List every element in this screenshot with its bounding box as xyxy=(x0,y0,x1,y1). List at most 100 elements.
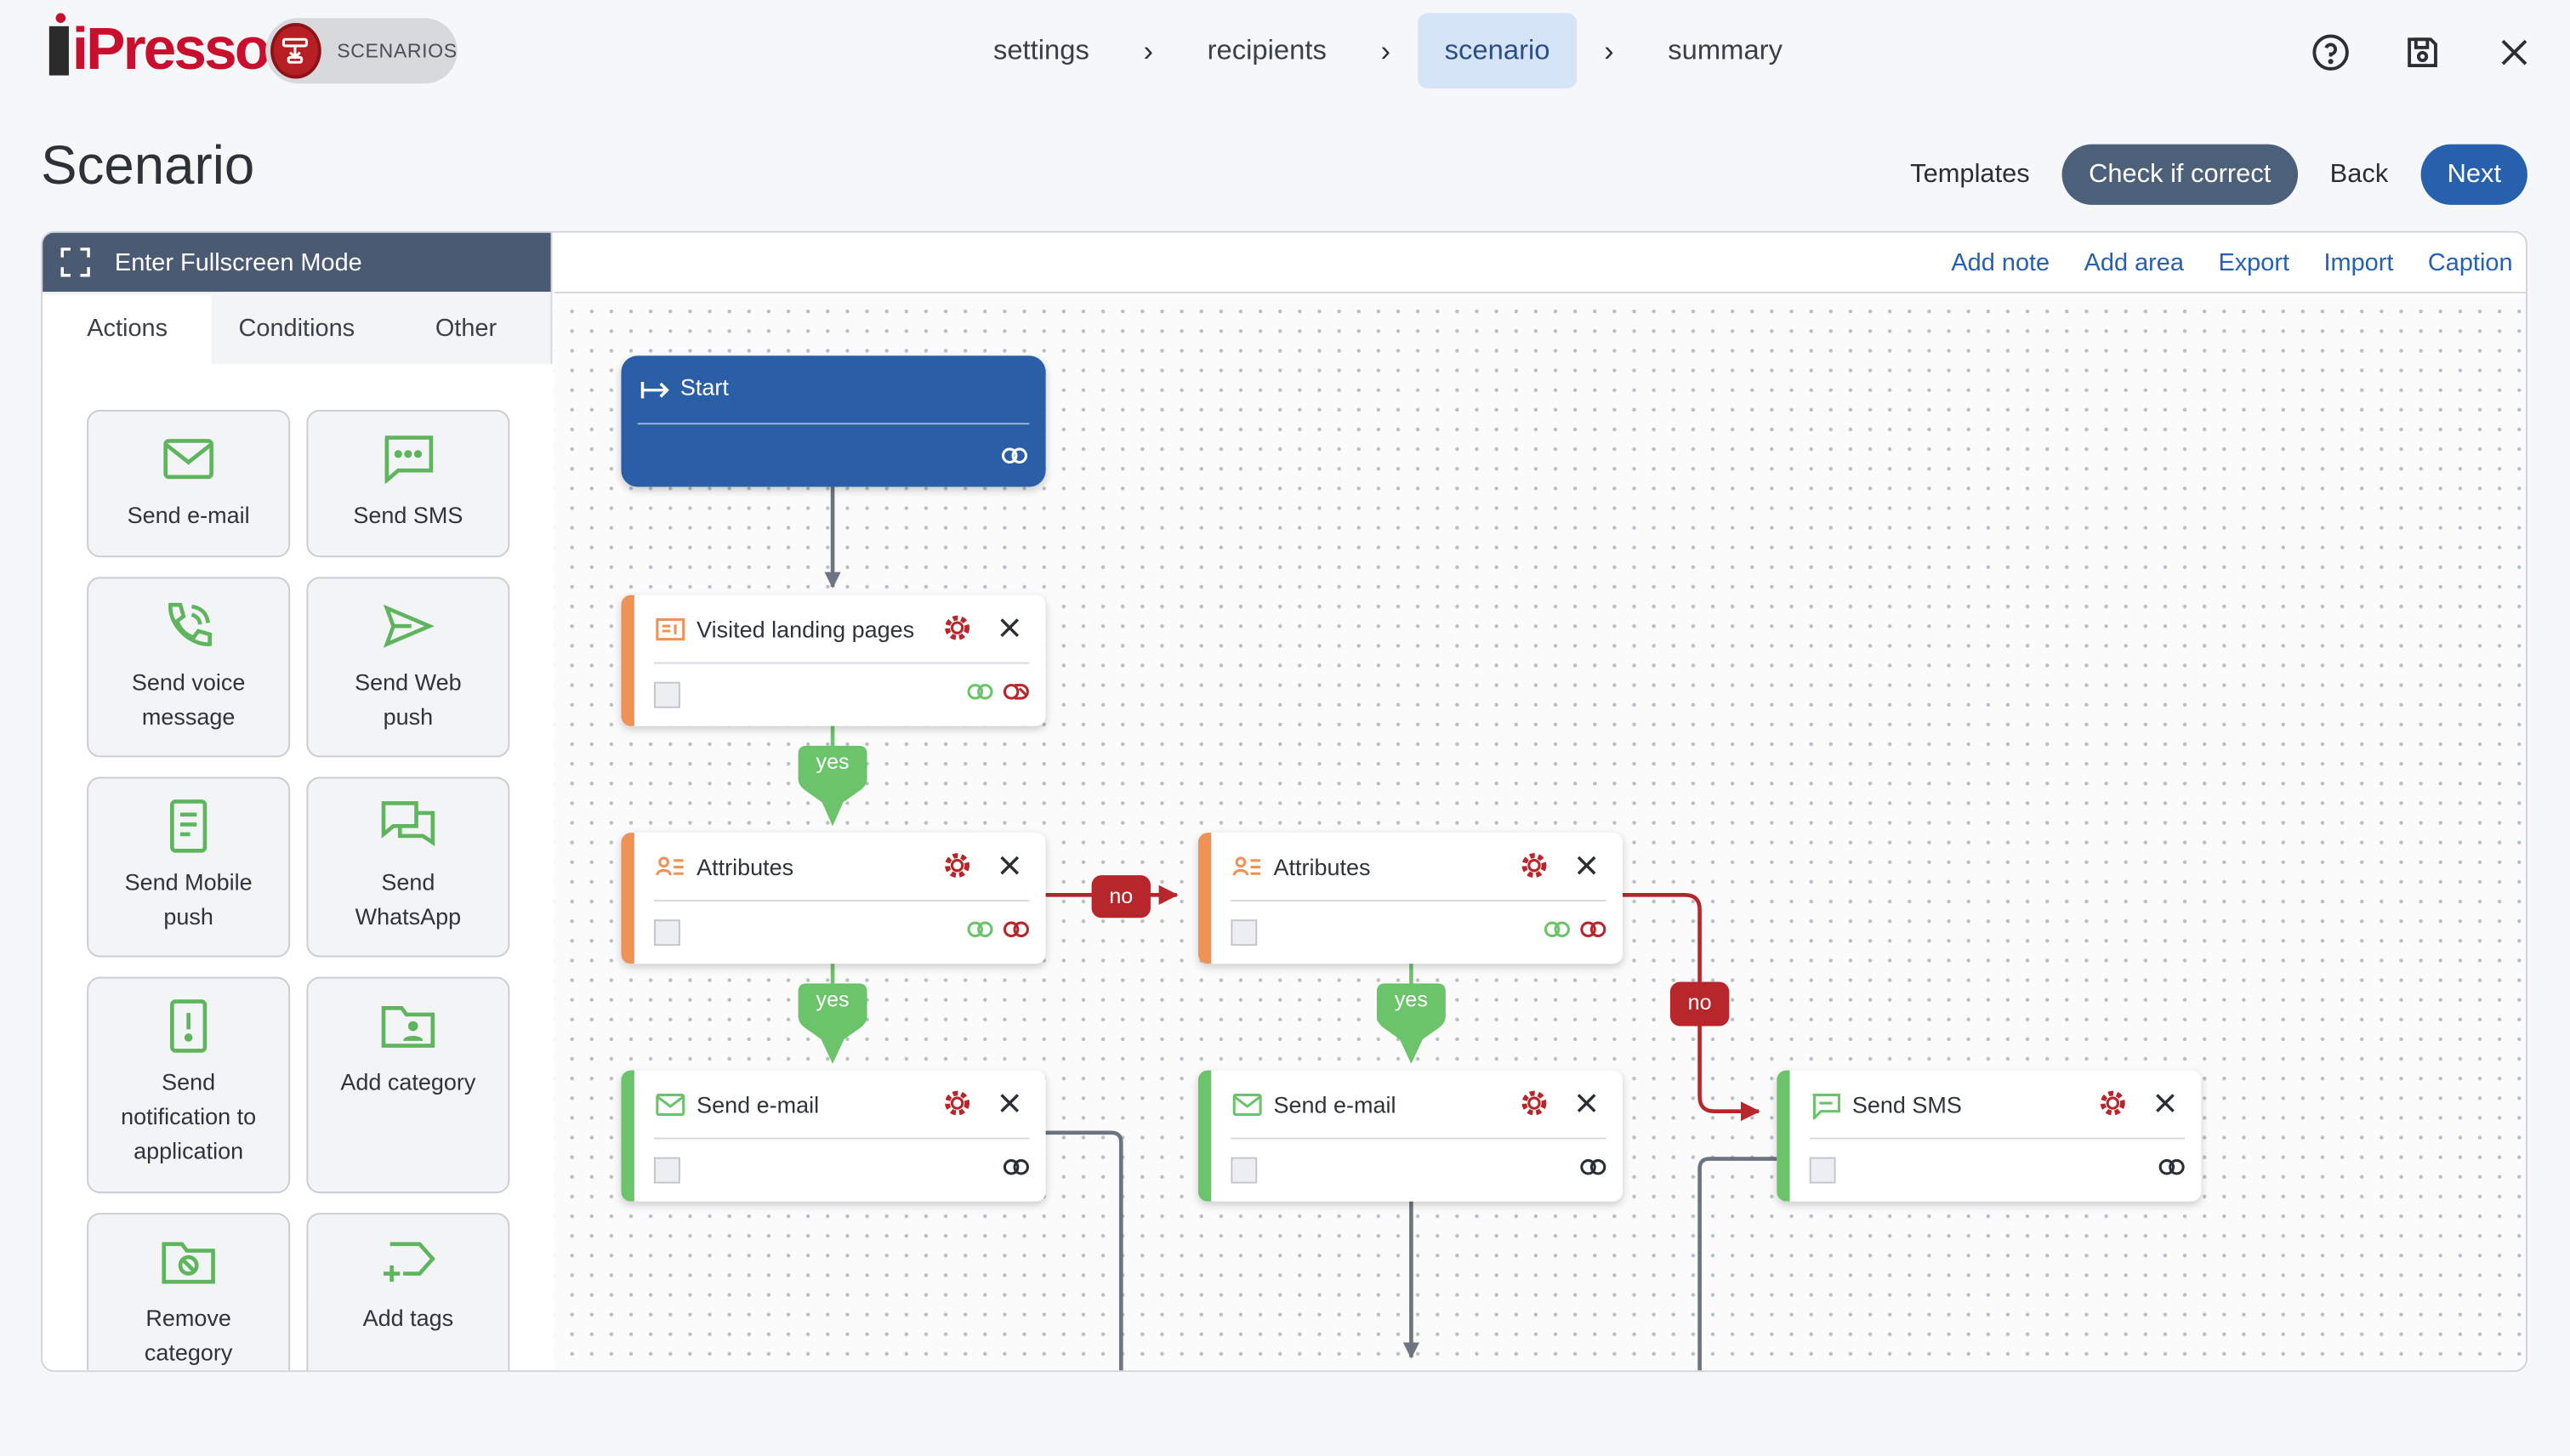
top-bar: iPresso® SCENARIOS settings › recipients… xyxy=(0,0,2570,101)
scenario-workspace: Enter Fullscreen Mode Actions Conditions… xyxy=(41,230,2527,1373)
tile-label: Remove category xyxy=(144,1305,233,1366)
caption-link[interactable]: Caption xyxy=(2427,247,2513,276)
step-scenario[interactable]: scenario xyxy=(1418,13,1577,89)
next-button[interactable]: Next xyxy=(2420,144,2527,205)
link-icon[interactable] xyxy=(1001,447,1028,464)
fullscreen-icon xyxy=(60,247,90,277)
back-button[interactable]: Back xyxy=(2329,160,2389,189)
link-icon[interactable] xyxy=(1580,1158,1606,1175)
node-attributes[interactable]: Attributes xyxy=(1197,833,1623,964)
step-recipients[interactable]: recipients xyxy=(1207,34,1327,66)
step-summary[interactable]: summary xyxy=(1668,34,1783,66)
tile-label: Send SMS xyxy=(353,501,463,528)
node-send-email[interactable]: Send e-mail xyxy=(1197,1070,1623,1202)
tile-remove-category[interactable]: Remove category xyxy=(87,1213,291,1371)
link-yes-icon[interactable] xyxy=(1544,921,1571,938)
link-icon[interactable] xyxy=(1003,1158,1030,1175)
landing-page-icon xyxy=(656,617,685,641)
link-yes-icon[interactable] xyxy=(967,921,993,938)
mail-icon xyxy=(162,433,215,486)
yes-label: yes xyxy=(816,748,850,774)
link-yes-icon[interactable] xyxy=(967,684,993,700)
connector-sms-out xyxy=(1697,1157,1781,1371)
node-send-sms[interactable]: Send SMS xyxy=(1777,1070,2202,1202)
module-badge-label: SCENARIOS xyxy=(337,39,458,63)
node-title: Start xyxy=(679,373,729,401)
close-icon[interactable] xyxy=(2153,1092,2176,1115)
attributes-icon xyxy=(1232,856,1261,876)
chevron-right-icon: › xyxy=(1143,33,1154,67)
tile-send-voice-message[interactable]: Send voice message xyxy=(87,577,291,758)
tile-send-mobile-push[interactable]: Send Mobile push xyxy=(87,776,291,958)
save-icon[interactable] xyxy=(2393,23,2452,82)
yes-label: yes xyxy=(816,987,850,1012)
chat-icon xyxy=(380,800,436,853)
sms-icon xyxy=(382,433,435,486)
tab-conditions[interactable]: Conditions xyxy=(238,315,355,343)
node-send-email[interactable]: Send e-mail xyxy=(621,1070,1046,1202)
link-no-icon[interactable] xyxy=(1580,921,1606,938)
step-settings[interactable]: settings xyxy=(992,34,1089,66)
yes-badge-shape xyxy=(1376,983,1446,1048)
chevron-right-icon: › xyxy=(1380,33,1391,67)
tile-send-notification-to-application[interactable]: Send notification to application xyxy=(87,976,291,1194)
node-checkbox[interactable] xyxy=(653,681,680,708)
node-checkbox[interactable] xyxy=(653,1157,680,1184)
folder-remove-icon xyxy=(161,1236,217,1288)
tile-send-email[interactable]: Send e-mail xyxy=(87,409,291,558)
ipresso-logo: iPresso® xyxy=(48,13,279,82)
connector-lines xyxy=(798,485,1781,1371)
help-icon[interactable] xyxy=(2301,23,2360,82)
gear-icon[interactable] xyxy=(942,850,972,880)
page-title: Scenario xyxy=(41,134,255,196)
link-icon[interactable] xyxy=(2158,1158,2185,1175)
gear-icon[interactable] xyxy=(2098,1089,2128,1118)
node-checkbox[interactable] xyxy=(1809,1157,1836,1184)
node-title: Visited landing pages xyxy=(697,616,915,643)
phone-icon xyxy=(162,600,215,652)
mail-icon xyxy=(656,1093,685,1117)
node-attributes[interactable]: Attributes xyxy=(621,833,1046,964)
close-icon[interactable] xyxy=(998,617,1021,640)
node-start[interactable]: Start xyxy=(621,355,1046,487)
close-icon[interactable] xyxy=(998,854,1021,877)
close-icon[interactable] xyxy=(998,1092,1021,1115)
link-no-icon[interactable] xyxy=(1003,921,1030,938)
elements-sidebar: Enter Fullscreen Mode Actions Conditions… xyxy=(43,232,553,1371)
tile-send-sms[interactable]: Send SMS xyxy=(306,409,510,558)
add-area-link[interactable]: Add area xyxy=(2084,247,2184,276)
templates-button[interactable]: Templates xyxy=(1910,160,2030,189)
export-link[interactable]: Export xyxy=(2218,247,2290,276)
mobile-icon xyxy=(168,799,210,853)
tab-other[interactable]: Other xyxy=(435,315,498,343)
link-no-icon[interactable] xyxy=(1003,684,1030,700)
close-icon[interactable] xyxy=(1575,1092,1598,1115)
check-if-correct-button[interactable]: Check if correct xyxy=(2062,144,2298,205)
scenario-canvas[interactable]: Add note Add area Export Import Caption xyxy=(554,232,2526,1371)
import-link[interactable]: Import xyxy=(2323,247,2394,276)
tile-add-category[interactable]: Add category xyxy=(306,976,510,1194)
node-visited-landing-pages[interactable]: Visited landing pages xyxy=(621,594,1046,726)
fullscreen-toggle[interactable]: Enter Fullscreen Mode xyxy=(43,232,551,293)
close-icon[interactable] xyxy=(2485,23,2544,82)
node-checkbox[interactable] xyxy=(1231,919,1258,947)
gear-icon[interactable] xyxy=(942,613,972,643)
close-icon[interactable] xyxy=(1575,854,1598,877)
canvas-toolbar: Add note Add area Export Import Caption xyxy=(554,232,2526,293)
module-badge[interactable]: SCENARIOS xyxy=(265,18,458,84)
no-label: no xyxy=(1687,990,1712,1015)
add-note-link[interactable]: Add note xyxy=(1951,247,2050,276)
gear-icon[interactable] xyxy=(1520,1089,1549,1118)
tile-send-whatsapp[interactable]: Send WhatsApp xyxy=(306,776,510,958)
send-icon xyxy=(382,600,435,652)
folder-user-icon xyxy=(380,1000,436,1053)
fullscreen-label: Enter Fullscreen Mode xyxy=(114,247,362,276)
tile-add-tags[interactable]: Add tags xyxy=(306,1213,510,1371)
gear-icon[interactable] xyxy=(1520,850,1549,880)
node-title: Send SMS xyxy=(1851,1091,1962,1118)
node-checkbox[interactable] xyxy=(653,919,680,947)
node-checkbox[interactable] xyxy=(1231,1157,1258,1184)
tab-actions[interactable]: Actions xyxy=(43,294,213,364)
tile-send-web-push[interactable]: Send Web push xyxy=(306,577,510,758)
gear-icon[interactable] xyxy=(942,1089,972,1118)
